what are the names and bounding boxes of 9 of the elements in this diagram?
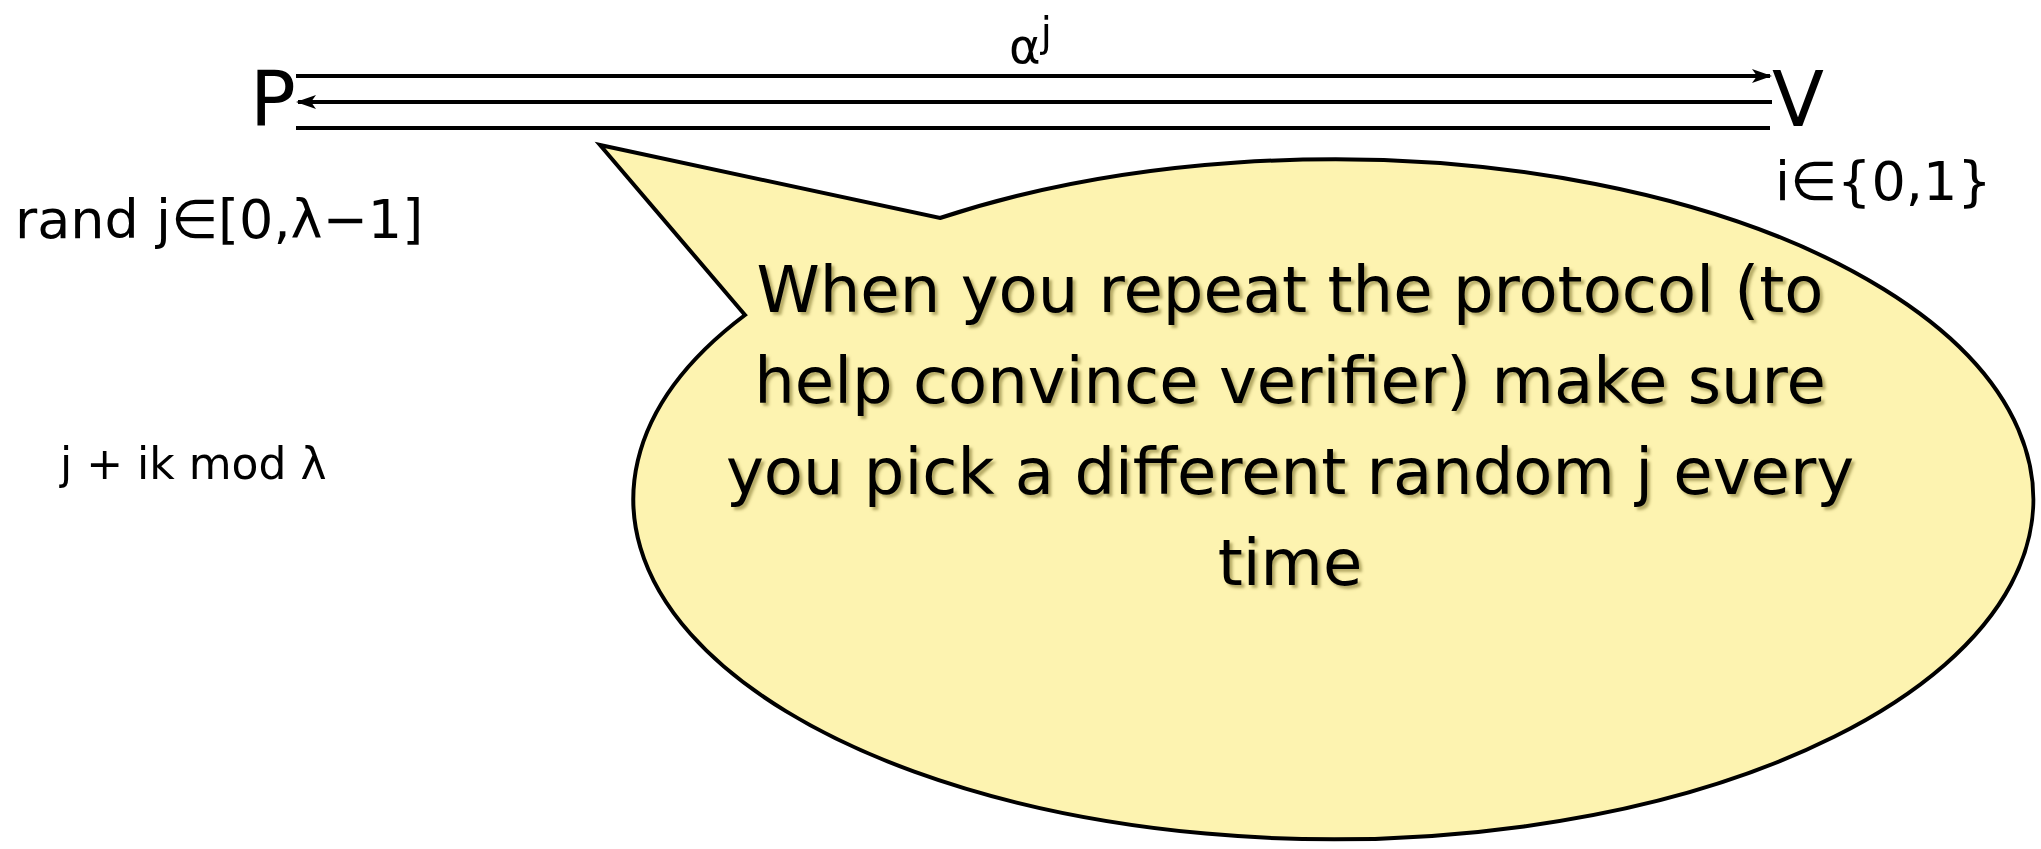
arrow (296, 95, 1772, 109)
math-text: rand j∈[0,λ−1] (15, 190, 424, 250)
callout-text: When you repeat the protocol (to help convince verifier) make sure you pick a different random j every time (724, 252, 1856, 602)
arrow (296, 69, 1772, 83)
party-label: V (1772, 62, 1824, 138)
party-label: P (250, 62, 296, 138)
math-text: j + ik mod λ (60, 440, 327, 489)
edge-label: α$^{j}$ (1009, 10, 1052, 73)
math-text: i∈{0,1} (1775, 152, 1992, 212)
